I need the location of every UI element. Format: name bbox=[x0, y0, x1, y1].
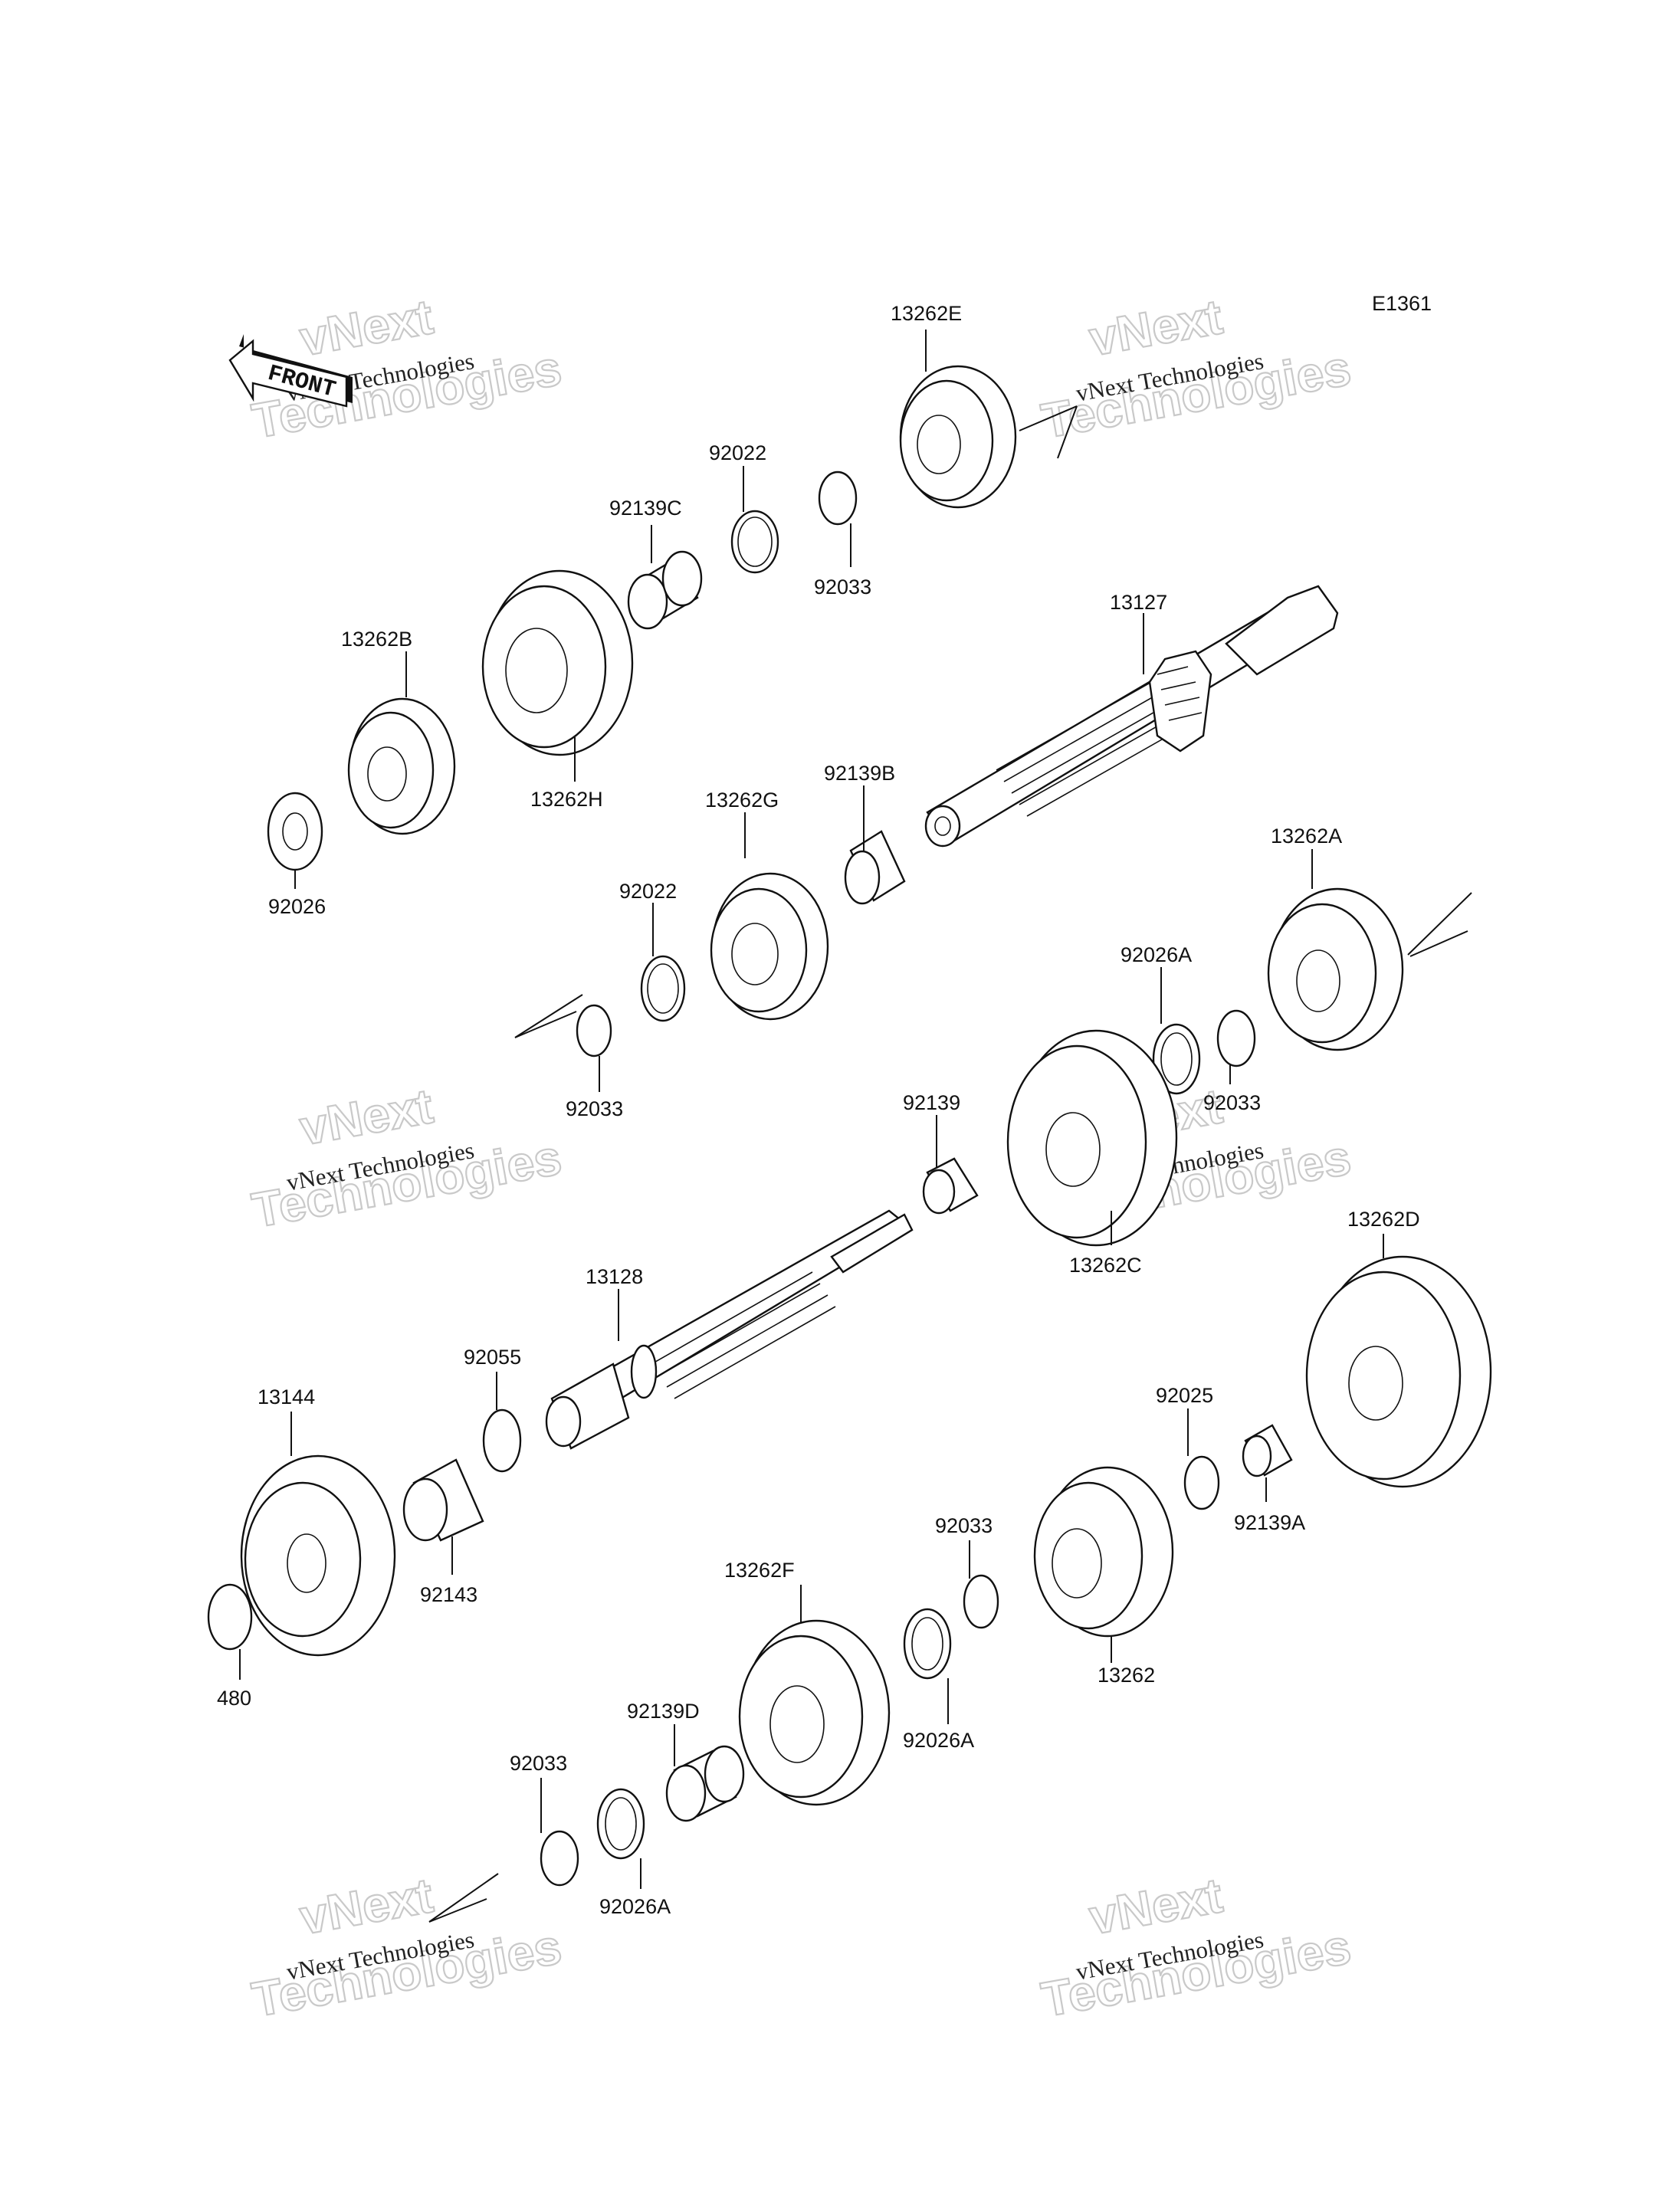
label-92139D: 92139D bbox=[627, 1700, 700, 1723]
label-13262C: 13262C bbox=[1069, 1254, 1142, 1277]
collar-92143 bbox=[402, 1458, 484, 1542]
label-13262: 13262 bbox=[1098, 1664, 1155, 1687]
diagram-code: E1361 bbox=[1372, 292, 1432, 315]
label-92033-bottom: 92033 bbox=[510, 1752, 567, 1775]
bearing-92139C bbox=[627, 550, 703, 630]
label-480: 480 bbox=[217, 1687, 251, 1710]
gear-13262H bbox=[481, 569, 634, 756]
label-92026: 92026 bbox=[268, 895, 326, 918]
label-92139B: 92139B bbox=[824, 762, 895, 785]
bush-92139 bbox=[922, 1157, 979, 1215]
label-92139A: 92139A bbox=[1234, 1511, 1305, 1534]
washer-92026A-bottom bbox=[596, 1788, 645, 1860]
washer-92022-mid bbox=[640, 955, 686, 1022]
label-92033-mid: 92033 bbox=[566, 1097, 623, 1120]
label-92025: 92025 bbox=[1156, 1384, 1213, 1407]
bush-92139B bbox=[844, 830, 906, 905]
circlip-92033-top bbox=[818, 471, 858, 526]
watermark-top-right: vNext Technologies vNext Technologies bbox=[1037, 288, 1356, 450]
shaft-13127 bbox=[924, 585, 1339, 848]
svg-text:vNext: vNext bbox=[296, 1867, 437, 1945]
shaft-13128 bbox=[545, 1209, 914, 1450]
label-13262A: 13262A bbox=[1271, 825, 1342, 848]
label-92139C: 92139C bbox=[609, 497, 682, 520]
circlip-480 bbox=[207, 1583, 253, 1651]
svg-text:vNext: vNext bbox=[1085, 289, 1226, 366]
label-92026A-bottom: 92026A bbox=[599, 1895, 671, 1918]
watermark-top-left: vNext Technologies vNext Technologies bbox=[248, 288, 566, 450]
washer-92026 bbox=[267, 792, 323, 871]
circlip-92033-bottom bbox=[540, 1830, 579, 1887]
washer-92022-top bbox=[730, 510, 779, 574]
label-92026A-low: 92026A bbox=[903, 1729, 974, 1752]
gear-13262D bbox=[1305, 1255, 1492, 1488]
direction-arrows bbox=[428, 405, 1472, 1923]
label-92033-top: 92033 bbox=[814, 575, 871, 598]
gear-13262 bbox=[1033, 1466, 1174, 1638]
sprocket-13144 bbox=[240, 1454, 396, 1657]
label-92033-low: 92033 bbox=[935, 1514, 993, 1537]
label-92022-top: 92022 bbox=[709, 441, 766, 464]
label-13262H: 13262H bbox=[530, 788, 603, 811]
watermark-bottom-right: vNext Technologies vNext Technologies bbox=[1037, 1867, 1356, 2028]
label-92055: 92055 bbox=[464, 1346, 521, 1369]
bearing-92139D bbox=[665, 1745, 745, 1822]
watermark-bottom-left: vNext Technologies vNext Technologies bbox=[248, 1867, 566, 2028]
gear-13262A bbox=[1267, 887, 1404, 1051]
washer-92026A-low bbox=[903, 1608, 952, 1680]
gear-13262E bbox=[899, 365, 1017, 509]
bush-92139A bbox=[1242, 1424, 1293, 1477]
label-13127: 13127 bbox=[1110, 591, 1167, 614]
gear-13262B bbox=[347, 697, 456, 835]
label-13262B: 13262B bbox=[341, 628, 412, 651]
label-92026A-right: 92026A bbox=[1121, 943, 1192, 966]
gear-13262F bbox=[738, 1619, 891, 1806]
part-labels: 13262E 92022 92139C 92033 13127 13262B 1… bbox=[217, 302, 1420, 1918]
label-92139: 92139 bbox=[903, 1091, 960, 1114]
circlip-92033-right bbox=[1216, 1009, 1256, 1067]
oring-92055 bbox=[482, 1408, 522, 1473]
svg-text:vNext: vNext bbox=[296, 289, 437, 366]
watermark-mid-left: vNext Technologies vNext Technologies bbox=[248, 1077, 566, 1239]
circlip-92033-mid bbox=[576, 1004, 612, 1058]
gear-13262G bbox=[710, 872, 829, 1021]
washer-92025 bbox=[1183, 1455, 1220, 1510]
label-13144: 13144 bbox=[258, 1385, 315, 1408]
label-13128: 13128 bbox=[586, 1265, 643, 1288]
label-13262E: 13262E bbox=[891, 302, 962, 325]
label-92143: 92143 bbox=[420, 1583, 477, 1606]
svg-text:vNext: vNext bbox=[1085, 1867, 1226, 1945]
label-13262F: 13262F bbox=[724, 1559, 795, 1582]
gear-13262C bbox=[1006, 1029, 1178, 1247]
label-13262D: 13262D bbox=[1347, 1208, 1420, 1231]
leader-lines bbox=[239, 330, 1384, 1889]
label-92033-right: 92033 bbox=[1203, 1091, 1261, 1114]
label-92022-mid: 92022 bbox=[619, 880, 677, 903]
circlip-92033-low bbox=[963, 1574, 999, 1629]
label-13262G: 13262G bbox=[705, 789, 779, 812]
svg-text:vNext: vNext bbox=[296, 1078, 437, 1156]
